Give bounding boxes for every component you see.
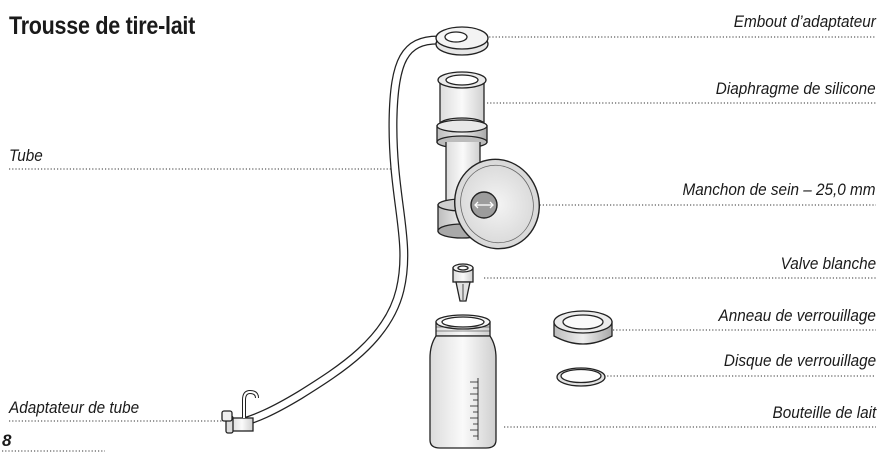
milk-bottle — [429, 314, 497, 449]
tube — [227, 35, 443, 430]
adapter-cap — [435, 26, 489, 56]
label-silicone-diaphragm: Diaphragme de silicone — [716, 79, 876, 98]
page-number: 8 — [2, 431, 12, 450]
page-title: Trousse de tire-lait — [9, 12, 196, 40]
label-white-valve: Valve blanche — [780, 254, 876, 273]
locking-ring — [553, 310, 613, 345]
locking-disc — [556, 367, 606, 387]
bottle-graduation-marks — [470, 381, 478, 437]
tube-adapter — [221, 389, 259, 434]
white-valve — [452, 263, 474, 302]
label-milk-bottle: Bouteille de lait — [772, 403, 876, 422]
label-tube-adapter: Adaptateur de tube — [9, 398, 140, 417]
breast-shield — [454, 158, 540, 250]
leader-lines — [2, 36, 876, 452]
label-adapter-cap: Embout d’adaptateur — [733, 12, 876, 31]
label-locking-disc: Disque de verrouillage — [723, 351, 876, 370]
label-locking-ring: Anneau de verrouillage — [718, 306, 876, 325]
label-breast-shield: Manchon de sein – 25,0 mm — [682, 180, 876, 199]
label-tube: Tube — [9, 146, 43, 165]
